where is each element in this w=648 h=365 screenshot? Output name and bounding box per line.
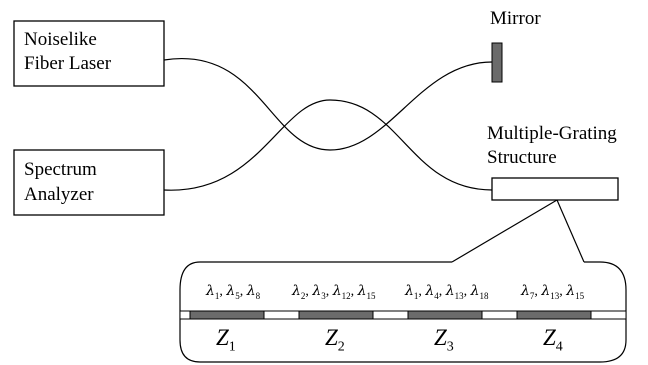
mirror — [491, 42, 503, 83]
zoom-line-left — [451, 199, 558, 263]
zone-symbol: Z — [325, 325, 338, 350]
lambda-index: 2 — [300, 290, 306, 301]
fiber-laser-to-mirror — [163, 57, 493, 151]
wavelength-group-z2: λ2, λ3, λ12, λ15 — [292, 283, 376, 301]
mirror-label: Mirror — [490, 8, 541, 29]
laser-box — [13, 20, 165, 87]
wavelength-group-z4: λ7, λ13, λ15 — [521, 283, 585, 301]
zone-label-z2: Z2 — [325, 325, 345, 356]
lambda-index: 18 — [479, 290, 489, 301]
zone-index: 1 — [228, 339, 236, 355]
zone-label-z3: Z3 — [434, 325, 454, 356]
grating-z1 — [189, 310, 265, 320]
analyzer-label-line2: Analyzer — [24, 184, 94, 205]
lambda-index: 12 — [341, 290, 351, 301]
callout-fiber — [179, 310, 627, 320]
zoom-line-right — [556, 199, 585, 263]
analyzer-box — [13, 149, 165, 216]
zone-symbol: Z — [543, 325, 556, 350]
lambda-index: 15 — [575, 290, 585, 301]
laser-label-line2: Fiber Laser — [24, 53, 112, 74]
analyzer-label-line1: Spectrum — [24, 159, 97, 180]
zoom-callout — [179, 261, 627, 363]
lambda-index: 15 — [366, 290, 376, 301]
zone-symbol: Z — [434, 325, 447, 350]
grating-z3 — [407, 310, 483, 320]
grating-structure-box — [491, 177, 619, 201]
zone-index: 2 — [337, 339, 345, 355]
lambda-index: 5 — [235, 290, 240, 301]
zone-label-z4: Z4 — [543, 325, 563, 356]
zone-index: 3 — [446, 339, 454, 355]
lambda-index: 4 — [434, 290, 439, 301]
zone-index: 4 — [555, 339, 563, 355]
lambda-index: 13 — [454, 290, 464, 301]
wavelength-group-z3: λ1, λ4, λ13, λ18 — [405, 283, 489, 301]
lambda-index: 13 — [550, 290, 560, 301]
lambda-index: 8 — [255, 290, 261, 301]
fiber-analyzer-to-grating — [163, 99, 493, 191]
grating-label-line2: Structure — [487, 147, 557, 168]
wavelength-group-z1: λ1, λ5, λ8 — [206, 283, 261, 301]
grating-z2 — [298, 310, 374, 320]
zone-symbol: Z — [216, 325, 229, 350]
lambda-index: 1 — [214, 290, 220, 301]
grating-z4 — [516, 310, 592, 320]
zone-label-z1: Z1 — [216, 325, 236, 356]
lambda-index: 7 — [529, 290, 535, 301]
laser-label-line1: Noiselike — [24, 29, 97, 50]
lambda-index: 3 — [321, 290, 326, 301]
lambda-index: 1 — [413, 290, 419, 301]
grating-label-line1: Multiple-Grating — [487, 123, 617, 144]
